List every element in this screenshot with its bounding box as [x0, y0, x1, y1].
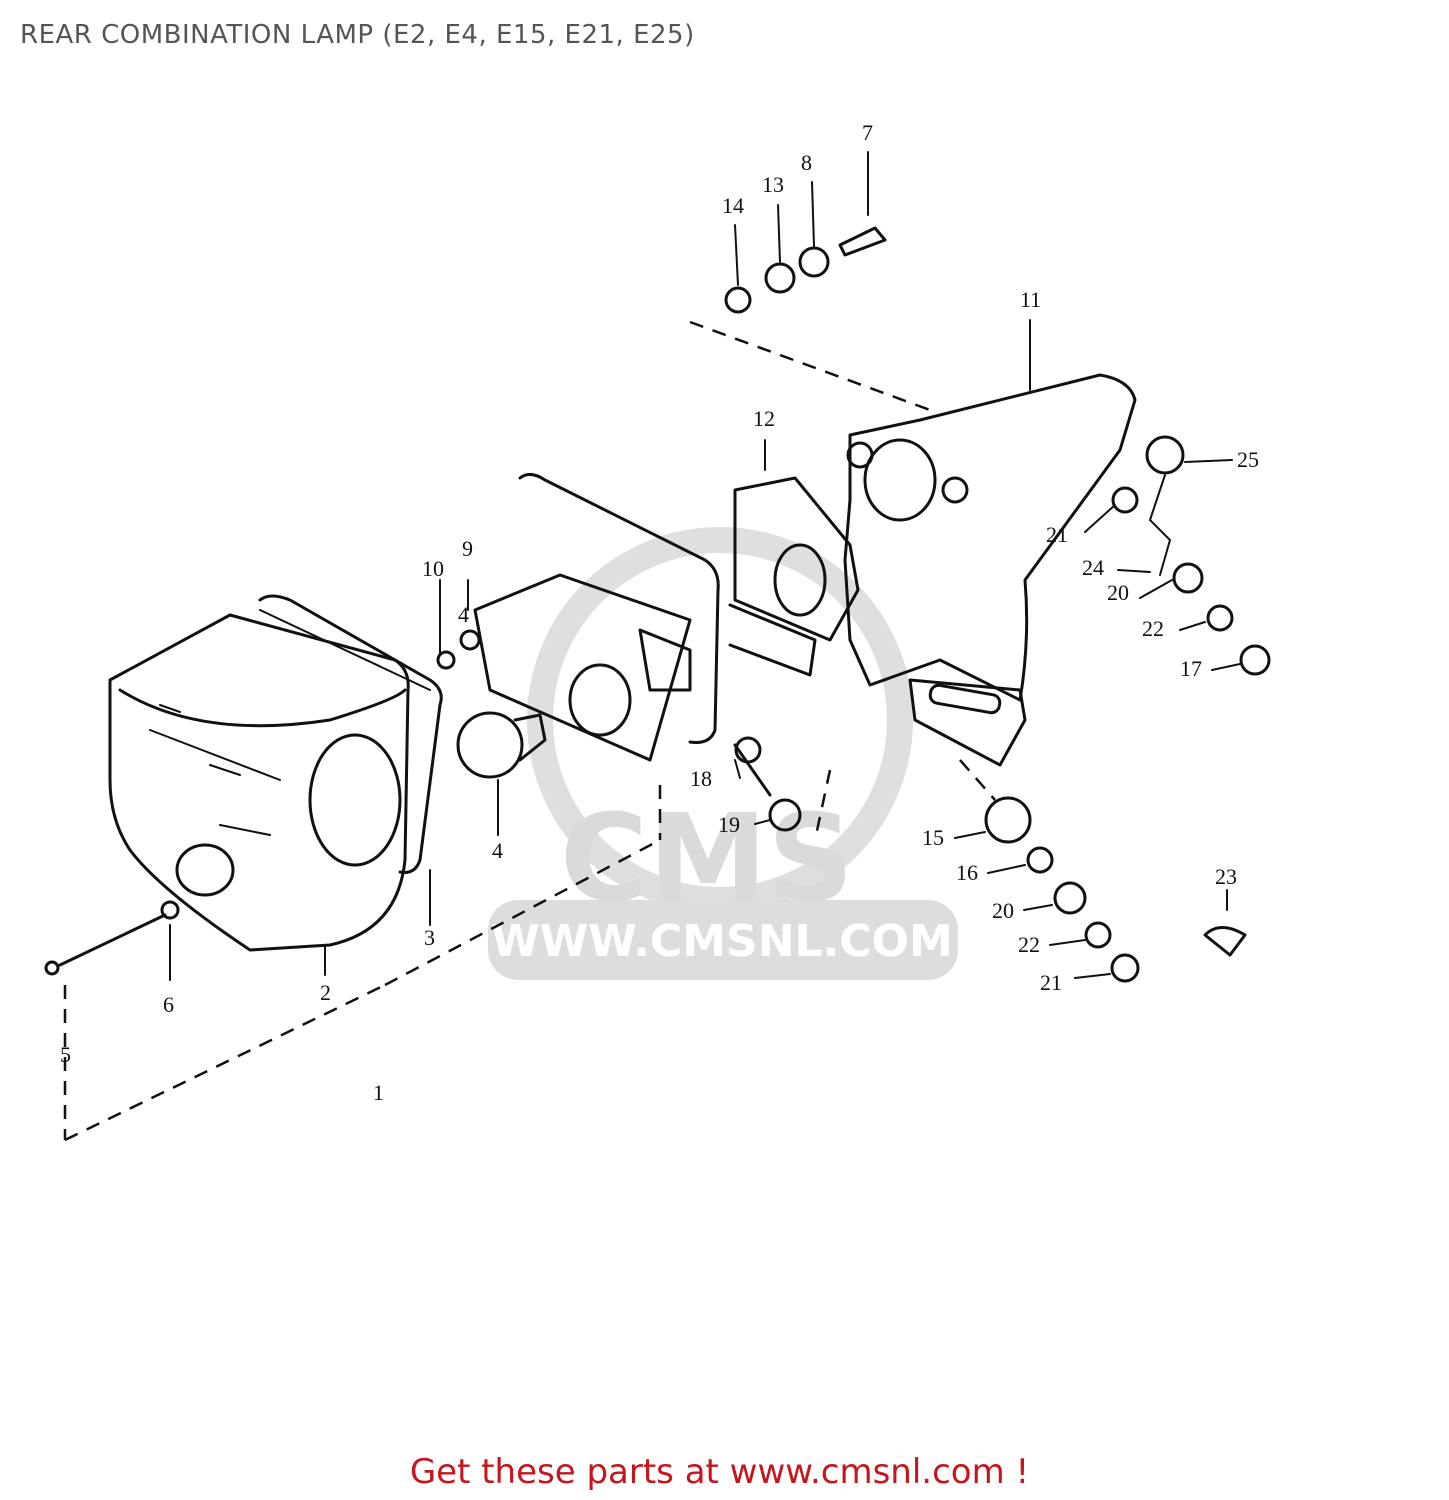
callout-23: 23	[1215, 864, 1237, 889]
watermark: CMS WWW.CMSNL.COM	[488, 527, 958, 980]
callout-17: 17	[1180, 656, 1202, 681]
page-title: REAR COMBINATION LAMP (E2, E4, E15, E21,…	[20, 20, 695, 50]
callout-2: 2	[320, 980, 331, 1005]
callout-14: 14	[722, 193, 744, 218]
callout-24: 24	[1082, 555, 1104, 580]
exploded-parts-diagram: CMS WWW.CMSNL.COM	[44, 120, 1271, 1142]
callout-15: 15	[922, 825, 944, 850]
hardware	[44, 226, 1271, 983]
callout-1: 1	[373, 1080, 384, 1105]
callout-20b: 20	[992, 898, 1014, 923]
callout-21a: 21	[1046, 522, 1068, 547]
callout-4b: 4	[458, 602, 469, 627]
lens-gasket	[258, 594, 443, 874]
callout-5: 5	[60, 1042, 71, 1067]
callout-22a: 22	[1142, 616, 1164, 641]
bulb	[456, 711, 547, 779]
lamp-bracket	[843, 373, 1137, 767]
callout-12: 12	[753, 406, 775, 431]
watermark-url: WWW.CMSNL.COM	[491, 916, 953, 967]
callout-19: 19	[718, 812, 740, 837]
assembly-lines	[63, 151, 1241, 1142]
callout-18: 18	[690, 766, 712, 791]
callout-20a: 20	[1107, 580, 1129, 605]
callout-10: 10	[422, 556, 444, 581]
footer-text: Get these parts at www.cmsnl.com !	[409, 1452, 1030, 1492]
callout-11: 11	[1020, 287, 1041, 312]
mount-plate	[728, 476, 860, 677]
footer-link[interactable]: Get these parts at www.cmsnl.com !	[0, 1452, 1449, 1492]
lamp-housing	[108, 613, 410, 952]
callout-13: 13	[762, 172, 784, 197]
lens-frame	[259, 609, 431, 691]
callout-16: 16	[956, 860, 978, 885]
callout-4: 4	[492, 838, 503, 863]
callout-22b: 22	[1018, 932, 1040, 957]
lamp-base-plate	[473, 473, 720, 762]
callout-labels: 1 2 3 4 4 5 6 7 8 9 10 11 12 13 14 15 16…	[60, 120, 1259, 1105]
callout-9: 9	[462, 536, 473, 561]
callout-25: 25	[1237, 447, 1259, 472]
callout-7: 7	[862, 120, 873, 145]
callout-21b: 21	[1040, 970, 1062, 995]
callout-8: 8	[801, 150, 812, 175]
callout-3: 3	[424, 925, 435, 950]
callout-6: 6	[163, 992, 174, 1017]
